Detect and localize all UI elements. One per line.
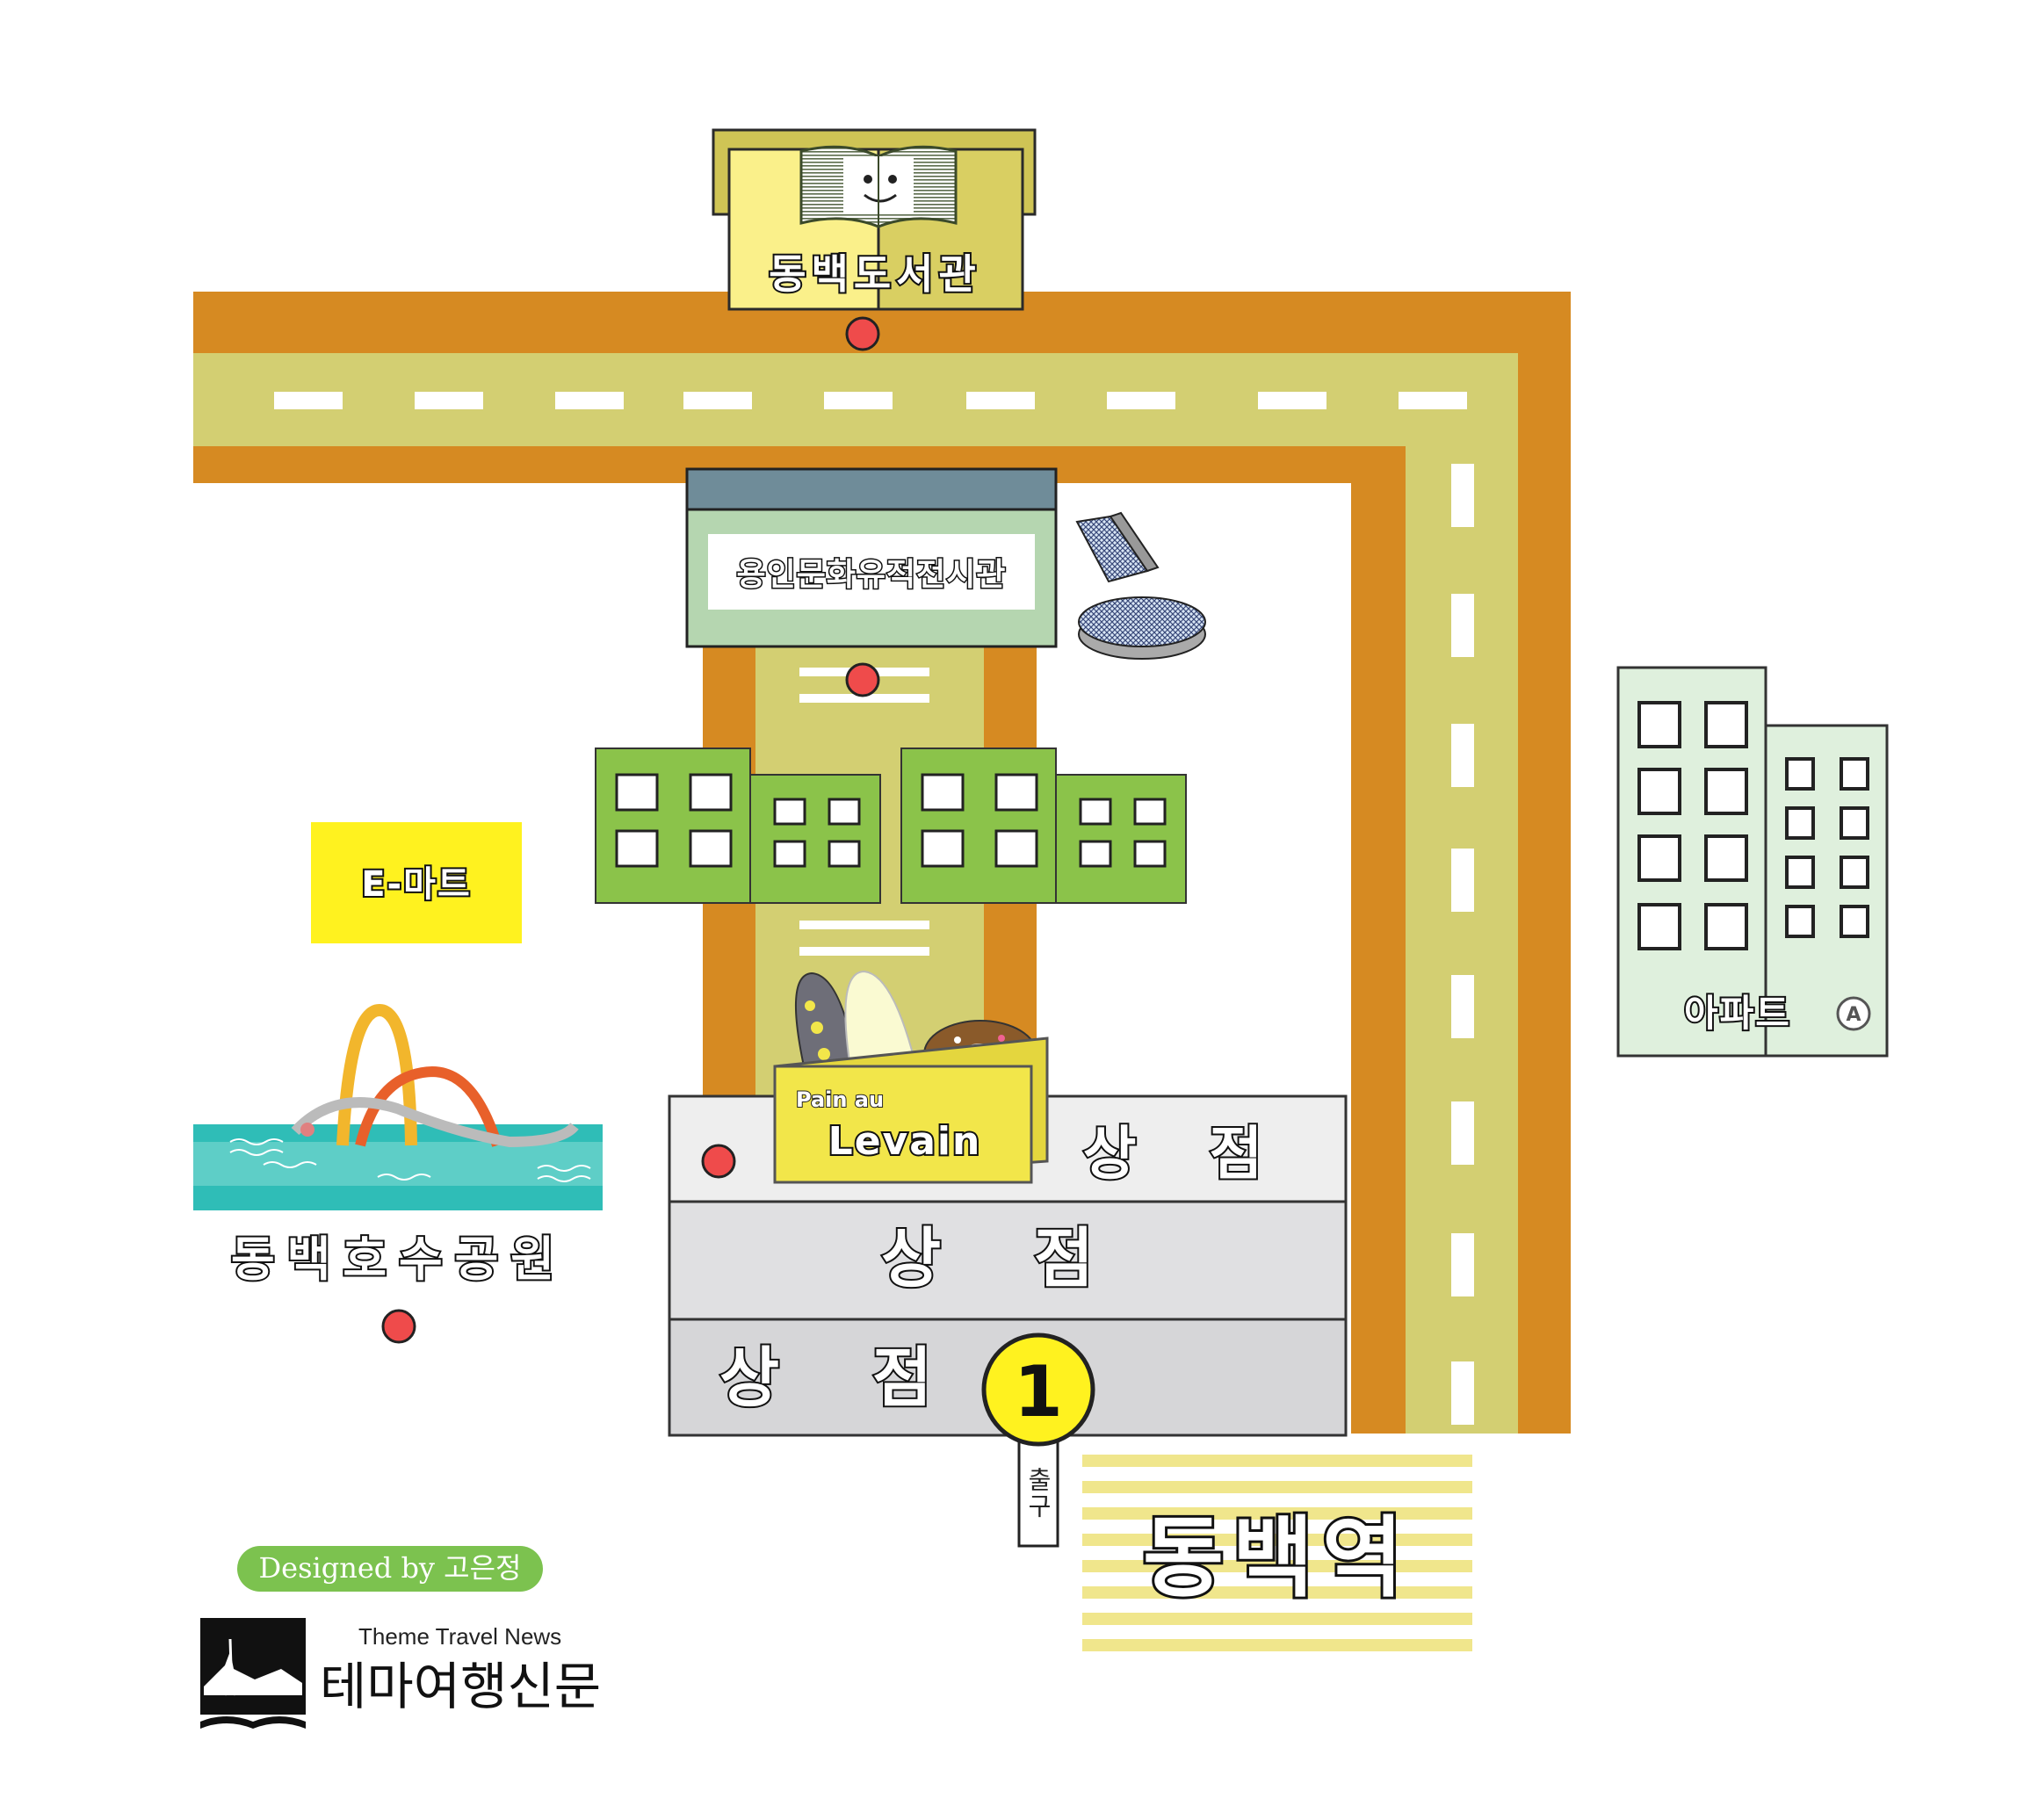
museum-building[interactable]: 용인문화유적전시관 xyxy=(685,467,1058,648)
publisher-logo: Theme Travel News 테마여행신문 xyxy=(200,1618,601,1729)
library-building[interactable]: 동백도서관 xyxy=(712,128,1037,311)
shop-row-2[interactable] xyxy=(668,1200,1348,1321)
crosswalk-lower xyxy=(799,921,929,956)
dongbaek-station[interactable]: 동백역 xyxy=(1082,1455,1472,1651)
exit-circle xyxy=(981,1332,1095,1447)
shop-2-label: 상 점 xyxy=(881,1221,1129,1296)
park-marker[interactable] xyxy=(381,1309,416,1344)
station-label: 동백역 xyxy=(1143,1506,1412,1609)
exit-1-sign[interactable]: 출구 1 xyxy=(981,1332,1095,1548)
emart-label: E-마트 xyxy=(361,864,472,905)
bakery[interactable]: Pain au Levain xyxy=(773,970,1049,1184)
park-label: 동백호수공원 xyxy=(231,1231,567,1287)
lane-dashes-horizontal xyxy=(274,392,1467,409)
bakery-line2: Levain xyxy=(828,1119,982,1164)
publisher-english: Theme Travel News xyxy=(358,1623,561,1650)
shop-1-label: 상 점 xyxy=(1083,1120,1289,1188)
designer-credit: Designed by 고은정 xyxy=(237,1546,543,1592)
bakery-line1: Pain au xyxy=(796,1087,884,1112)
apartment-badge: A xyxy=(1846,1004,1861,1026)
green-building-left xyxy=(595,748,881,904)
apartment-label: 아파트 xyxy=(1684,992,1791,1035)
telescope-icon xyxy=(1075,511,1206,660)
exit-label: 출구 xyxy=(1024,1467,1053,1520)
apartment-building[interactable]: 아파트 A xyxy=(1616,666,1889,1058)
library-marker[interactable] xyxy=(845,316,880,351)
credit-text: Designed by 고은정 xyxy=(259,1551,522,1585)
emart-building[interactable]: E-마트 xyxy=(311,822,522,943)
exit-number: 1 xyxy=(1014,1351,1063,1433)
museum-label: 용인문화유적전시관 xyxy=(736,557,1006,593)
library-label: 동백도서관 xyxy=(769,250,981,298)
arch-sculpture-icon xyxy=(291,1003,579,1148)
publisher-korean: 테마여행신문 xyxy=(320,1657,601,1716)
road-network xyxy=(193,292,1571,1434)
lake-park[interactable]: 동백호수공원 xyxy=(193,1003,603,1289)
lane-dashes-vertical xyxy=(1451,464,1474,1425)
shop-3-label: 상 점 xyxy=(719,1340,967,1416)
eiffel-tower-logo-icon xyxy=(200,1618,306,1729)
museum-marker[interactable] xyxy=(845,662,880,697)
book-icon xyxy=(799,145,958,228)
apartment-badge-circle xyxy=(1836,996,1871,1031)
station-stripes xyxy=(1082,1455,1472,1651)
shops-marker[interactable] xyxy=(701,1144,736,1179)
green-building-right xyxy=(900,748,1187,904)
